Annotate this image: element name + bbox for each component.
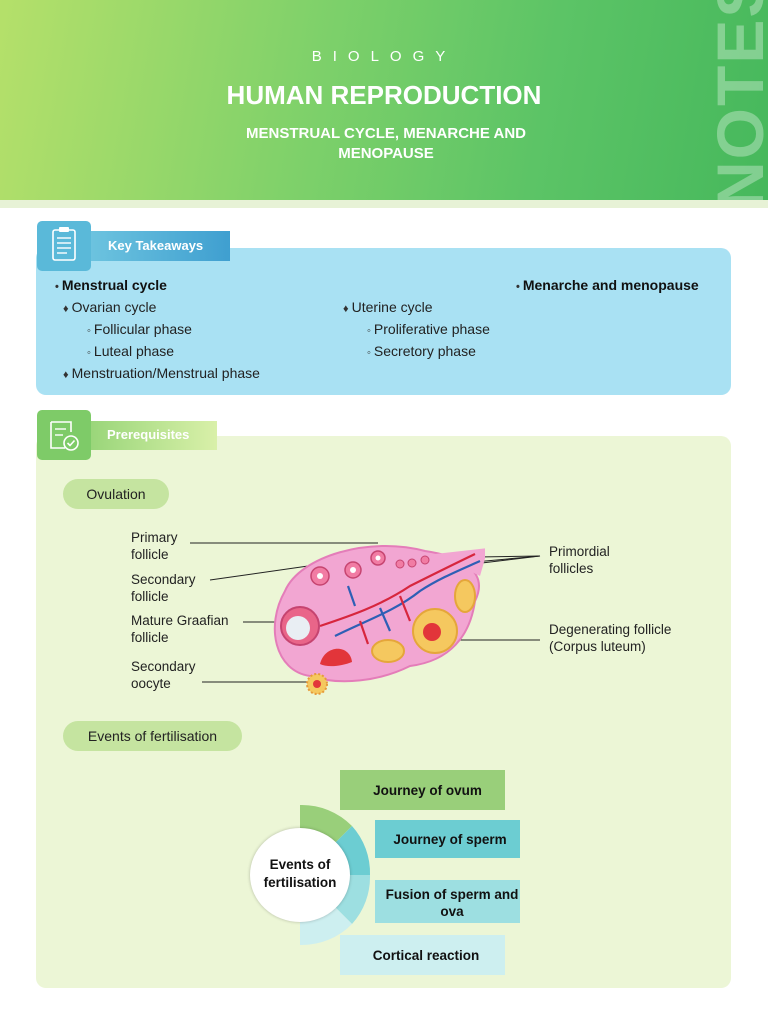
label-secondary-oocyte: Secondary oocyte (131, 659, 196, 691)
events-of-fertilisation-pill: Events of fertilisation (63, 721, 242, 751)
label-primary-follicle: Primary follicle (131, 530, 178, 562)
event-fusion-of-sperm-and-ova: Fusion of sperm and ova (385, 887, 519, 919)
event-journey-of-sperm: Journey of sperm (393, 832, 507, 847)
fertilisation-center-label: Events of fertilisation (263, 857, 337, 890)
takeaway-item: ◦Proliferative phase (367, 321, 490, 337)
takeaway-item: ♦Menstruation/Menstrual phase (63, 365, 260, 381)
takeaway-item: ♦Uterine cycle (343, 299, 433, 315)
key-takeaways-label: Key Takeaways (108, 238, 204, 253)
notes-watermark: NOTES (703, 0, 768, 200)
event-journey-of-ovum: Journey of ovum (373, 783, 482, 798)
takeaway-item: ◦Luteal phase (87, 343, 175, 359)
key-takeaways-tab: Key Takeaways (91, 231, 230, 261)
page-title: HUMAN REPRODUCTION (226, 80, 542, 110)
label-degenerating-follicle: Degenerating follicle (Corpus luteum) (549, 622, 672, 654)
secondary-oocyte-cell (306, 673, 328, 695)
page-subtitle: MENSTRUAL CYCLE, MENARCHE AND MENOPAUSE (245, 125, 526, 162)
takeaway-item: ♦Ovarian cycle (63, 299, 157, 315)
clipboard-icon (37, 221, 91, 271)
takeaway-item: ◦Secretory phase (367, 343, 476, 359)
header-divider (0, 200, 768, 208)
takeaway-item: •Menarche and menopause (516, 277, 699, 293)
fertilisation-center-circle: Events of fertilisation (250, 828, 350, 922)
label-mature-graafian-follicle: Mature Graafian follicle (131, 613, 229, 645)
prerequisites-tab: Prerequisites (91, 421, 217, 450)
takeaway-item: ◦Follicular phase (87, 321, 192, 337)
ovulation-pill: Ovulation (63, 479, 169, 509)
event-cortical-reaction: Cortical reaction (372, 948, 480, 963)
takeaway-item: •Menstrual cycle (55, 277, 167, 293)
prerequisites-label: Prerequisites (107, 427, 190, 442)
checklist-icon (37, 410, 91, 460)
header-banner: BIOLOGY HUMAN REPRODUCTION MENSTRUAL CYC… (0, 0, 768, 200)
label-secondary-follicle: Secondary follicle (131, 572, 196, 604)
label-primordial-follicles: Primordial follicles (549, 544, 610, 576)
ovary-illustration (273, 544, 485, 683)
key-takeaways-panel (36, 248, 731, 395)
subject-label: BIOLOGY (311, 48, 457, 65)
